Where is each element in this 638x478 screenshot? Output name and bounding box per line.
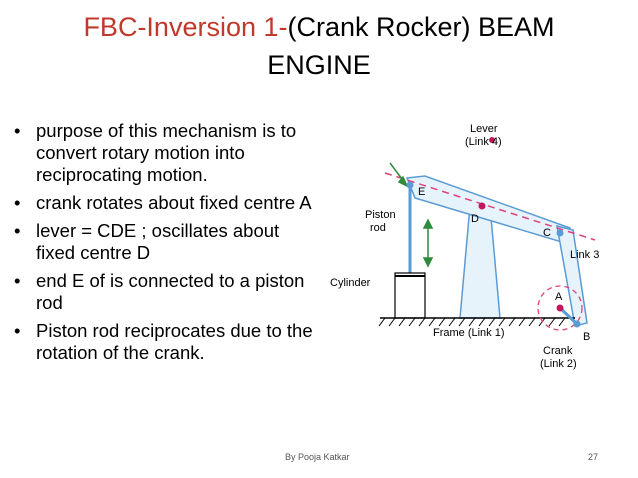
footer-author: By Pooja Katkar xyxy=(285,452,350,462)
beam-engine-diagram: Lever (Link 4) Piston rod Cylinder Frame… xyxy=(330,123,599,370)
bullet-item: • end E of is connected to a piston rod xyxy=(10,270,320,314)
joint-b xyxy=(573,320,581,328)
point-e-label: E xyxy=(418,186,425,198)
bullet-dot: • xyxy=(14,120,21,141)
bullet-dot: • xyxy=(14,192,21,213)
cylinder-body xyxy=(394,272,426,319)
crank-link xyxy=(558,306,579,326)
bullet-item: • lever = CDE ; oscillates about fixed ce… xyxy=(10,220,320,264)
title-part1: FBC-Inversion 1- xyxy=(83,12,288,42)
joint-c xyxy=(556,229,564,237)
joint-a xyxy=(556,304,564,312)
point-c-label: C xyxy=(543,227,551,239)
crank-path-circle xyxy=(537,285,583,331)
point-b-label: B xyxy=(583,331,590,343)
lever-link-label: (Link 4) xyxy=(465,136,502,148)
lever-label: Lever xyxy=(470,123,498,135)
bullet-text: Piston rod reciprocates due to the rotat… xyxy=(36,320,313,363)
cylinder-label: Cylinder xyxy=(330,277,371,289)
bullet-dot: • xyxy=(14,320,21,341)
joint-e xyxy=(406,181,414,189)
point-d-label: D xyxy=(471,213,479,225)
title-line2: ENGINE xyxy=(267,50,371,80)
ground-hatching xyxy=(378,317,566,327)
bullet-item: • crank rotates about fixed centre A xyxy=(10,192,320,214)
bullet-list: • purpose of this mechanism is to convert… xyxy=(10,120,320,370)
crank-label: Crank xyxy=(543,345,573,357)
bullet-item: • purpose of this mechanism is to convert… xyxy=(10,120,320,186)
dashed-centre-line xyxy=(384,172,596,241)
point-a-label: A xyxy=(555,291,563,303)
bullet-text: lever = CDE ; oscillates about fixed cen… xyxy=(36,220,280,263)
bullet-item: • Piston rod reciprocates due to the rota… xyxy=(10,320,320,364)
joint-d xyxy=(478,202,486,210)
slide-title: FBC-Inversion 1-(Crank Rocker) BEAM ENGI… xyxy=(0,8,638,84)
motion-arrow xyxy=(389,162,434,268)
bullet-dot: • xyxy=(14,270,21,291)
frame-label: Frame (Link 1) xyxy=(433,327,505,339)
connecting-link xyxy=(556,224,588,327)
piston-label-rod: rod xyxy=(370,222,386,234)
bullet-text: purpose of this mechanism is to convert … xyxy=(36,120,297,185)
bullet-text: end E of is connected to a piston rod xyxy=(36,270,305,313)
joint-top xyxy=(489,137,495,143)
page-number: 27 xyxy=(588,452,599,462)
piston-label: Piston xyxy=(365,209,396,221)
title-part2: (Crank Rocker) BEAM xyxy=(287,12,555,42)
crank-link-label: (Link 2) xyxy=(540,358,577,370)
bullet-text: crank rotates about fixed centre A xyxy=(36,192,312,213)
link3-label: Link 3 xyxy=(570,249,599,261)
frame-post xyxy=(459,205,501,319)
bullet-dot: • xyxy=(14,220,21,241)
